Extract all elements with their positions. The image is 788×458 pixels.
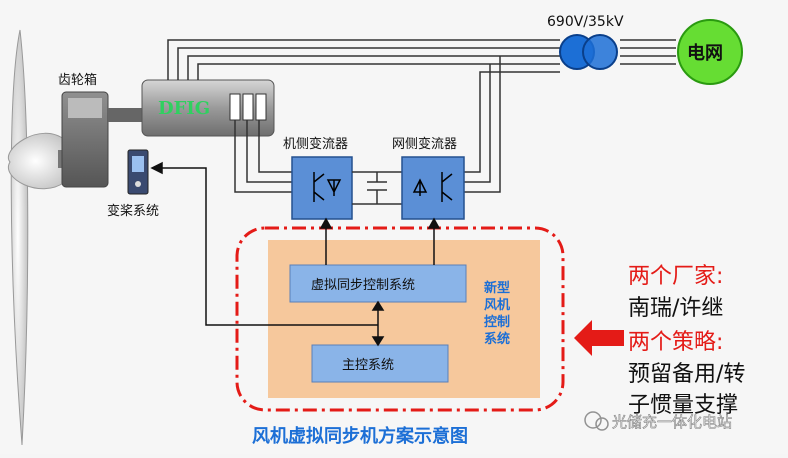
watermark-text: 光储充一体化电站 xyxy=(612,413,732,431)
turbine-rotor xyxy=(7,29,77,446)
new-control-line: 新型 xyxy=(484,280,510,296)
control-arrows xyxy=(150,161,441,347)
grid-label: 电网 xyxy=(687,42,723,64)
red-dashed-outline xyxy=(235,226,565,412)
grid-node xyxy=(677,19,743,85)
main-control-box xyxy=(311,344,449,383)
transformer-rating: 690V/35kV xyxy=(547,14,624,30)
gsc-label: 网侧变流器 xyxy=(392,136,457,152)
dc-link xyxy=(352,171,402,205)
gearbox-top xyxy=(68,98,102,118)
transformer xyxy=(559,34,618,70)
wechat-icon xyxy=(584,411,602,429)
manufacturers-value: 南瑞/许继 xyxy=(628,296,723,321)
strategies-line1: 预留备用/转 xyxy=(628,362,745,387)
pitch-label: 变桨系统 xyxy=(107,203,159,219)
gearbox-label: 齿轮箱 xyxy=(58,72,97,88)
slip-ring xyxy=(229,93,241,121)
red-arrow-icon xyxy=(574,320,624,356)
new-control-line: 系统 xyxy=(484,331,510,347)
virtual-sync-control-label: 虚拟同步控制系统 xyxy=(311,278,415,293)
strategies-title: 两个策略: xyxy=(628,330,723,355)
machine-side-converter xyxy=(291,156,353,220)
grid-lines xyxy=(620,39,676,65)
rotor-lines xyxy=(234,120,292,193)
manufacturers-title: 两个厂家: xyxy=(628,264,723,289)
strategies-line2: 子惯量支撑 xyxy=(628,393,738,418)
pitch-screen xyxy=(132,156,144,172)
slip-ring xyxy=(255,93,267,121)
diagram-caption: 风机虚拟同步机方案示意图 xyxy=(252,425,468,447)
generator-body xyxy=(141,79,275,137)
msc-label: 机侧变流器 xyxy=(283,136,348,152)
transformer-coil xyxy=(582,34,618,70)
new-control-line: 控制 xyxy=(484,314,510,330)
igbt-symbol xyxy=(313,172,342,202)
stator-lines xyxy=(167,39,560,80)
new-control-line: 风机 xyxy=(484,297,510,313)
gsc-box xyxy=(401,156,465,220)
virtual-sync-control-box xyxy=(289,264,467,303)
msc-box xyxy=(291,156,353,220)
pitch-button xyxy=(135,181,141,187)
main-control-label: 主控系统 xyxy=(342,358,394,373)
igbt-symbol xyxy=(412,172,453,202)
gsc-lines xyxy=(464,56,560,193)
watermark: 光储充一体化电站 xyxy=(584,411,732,431)
pitch-system xyxy=(127,149,149,195)
high-speed-shaft xyxy=(108,108,146,122)
grid-side-converter xyxy=(401,156,465,220)
blade xyxy=(10,29,29,446)
gearbox xyxy=(61,91,109,188)
wechat-icon-small xyxy=(595,417,609,431)
dfig-generator: DFIG xyxy=(141,79,275,137)
generator-label: DFIG xyxy=(158,98,210,119)
slip-ring xyxy=(242,93,254,121)
